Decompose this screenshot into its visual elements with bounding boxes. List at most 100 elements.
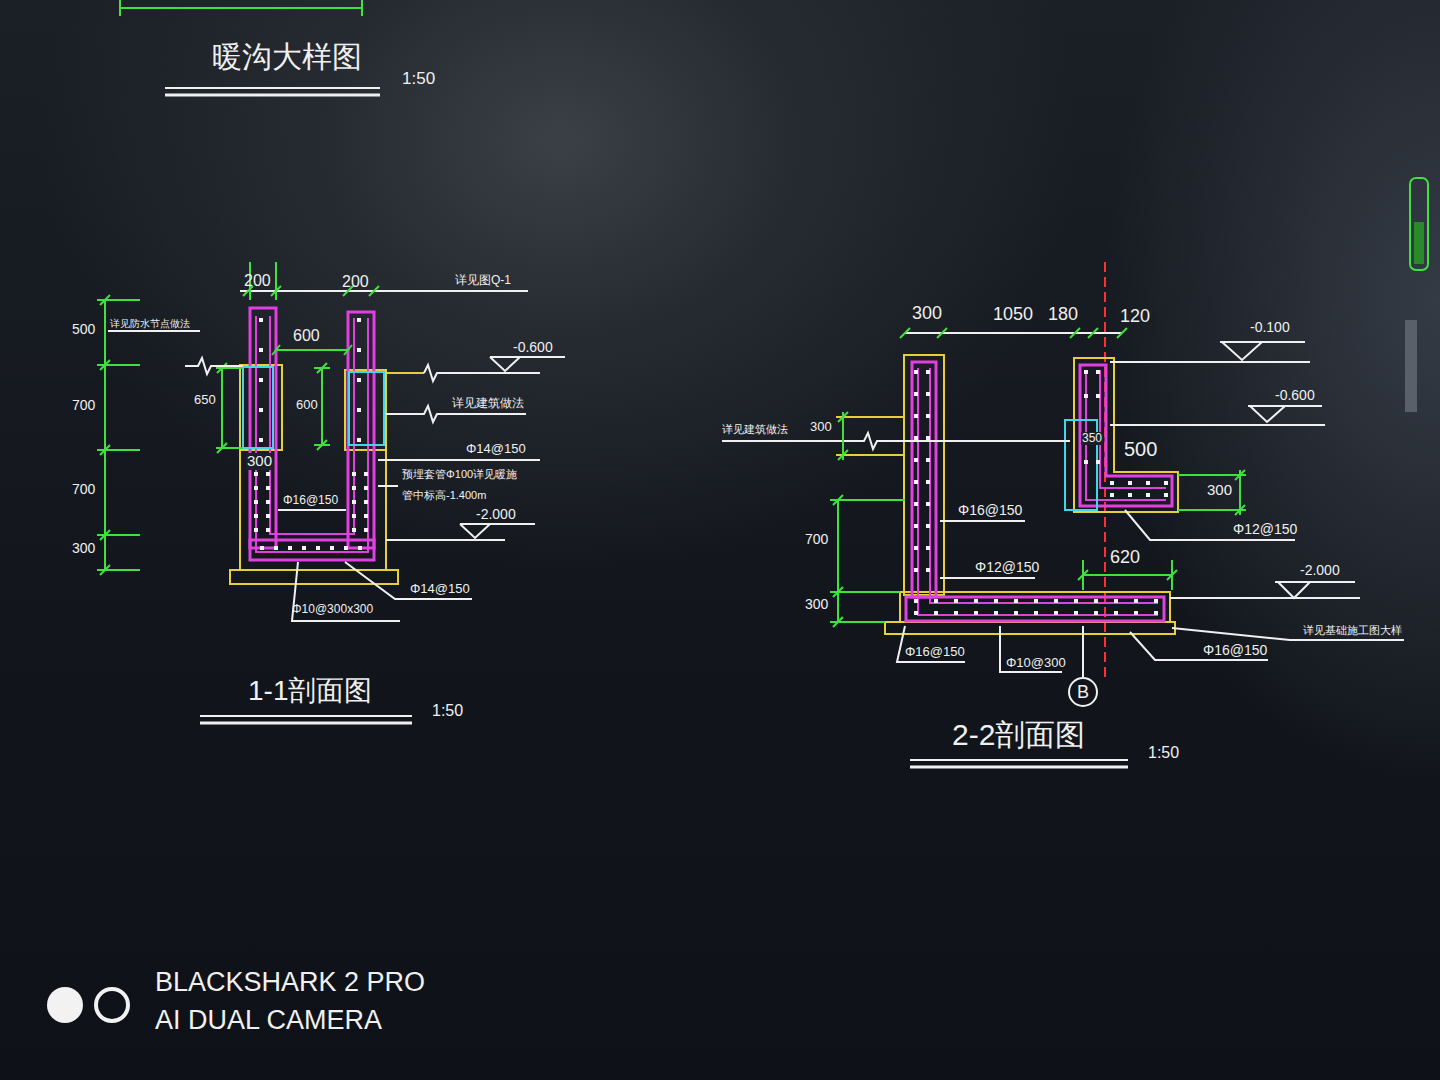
rebar-callout: Φ16@150	[1203, 643, 1267, 658]
rebar-dot	[357, 318, 361, 322]
rebar-dot	[914, 568, 918, 572]
rebar-dot	[1146, 493, 1150, 497]
drawing-line	[1414, 222, 1424, 264]
rebar-dot	[344, 546, 348, 550]
drawing-line	[1110, 342, 1310, 362]
rebar-callout: Φ12@150	[1233, 522, 1297, 537]
rebar-dot	[914, 524, 918, 528]
rebar-dot	[914, 370, 918, 374]
rebar-dot	[266, 514, 270, 518]
rebar-callout: Φ16@150	[958, 503, 1022, 518]
rebar-dot	[1128, 493, 1132, 497]
rebar-dot	[330, 546, 334, 550]
rebar-dot	[934, 599, 938, 603]
rebar-callout: Φ16@150	[905, 645, 965, 659]
rebar-dot	[259, 408, 263, 412]
rebar-dot	[1164, 493, 1168, 497]
rebar-dot	[1096, 370, 1100, 374]
rebar-dot	[302, 546, 306, 550]
rebar-callout: Φ10@300	[1006, 656, 1066, 670]
rebar-dot	[1084, 460, 1088, 464]
rebar-dot	[352, 528, 356, 532]
rebar-dot	[1094, 599, 1098, 603]
drawing-line	[240, 290, 528, 292]
drawing-line	[345, 370, 386, 450]
elevation: -0.600	[513, 340, 553, 355]
rebar-dot	[357, 438, 361, 442]
rebar-dot	[1074, 611, 1078, 615]
rebar-dot	[259, 348, 263, 352]
rebar-dot	[914, 414, 918, 418]
rebar-dot	[1134, 599, 1138, 603]
drawing-line	[165, 94, 380, 97]
rebar-dot	[1014, 599, 1018, 603]
rebar-dot	[254, 472, 258, 476]
rebar-dot	[316, 546, 320, 550]
note: 详见基础施工图大样	[1303, 624, 1402, 636]
drawing-line	[97, 262, 565, 723]
rebar-dot	[1054, 611, 1058, 615]
callout-circle: B	[1068, 677, 1098, 707]
rebar-callout: Φ10@300x300	[292, 603, 373, 616]
rebar-dot	[994, 599, 998, 603]
rebar-dot	[1054, 599, 1058, 603]
drawing-line	[120, 0, 362, 16]
rebar-dot	[914, 546, 918, 550]
rebar-dot	[1034, 599, 1038, 603]
rebar-dot	[954, 599, 958, 603]
rebar-dot	[926, 502, 930, 506]
rebar-dot	[254, 514, 258, 518]
drawing-line	[243, 367, 273, 448]
dimension: 350	[1081, 432, 1103, 445]
rebar-dot	[352, 472, 356, 476]
rebar-dot	[352, 500, 356, 504]
rebar-callout: Φ14@150	[466, 442, 526, 456]
dimension: 180	[1048, 305, 1078, 325]
rebar-dot	[254, 486, 258, 490]
rebar-dot	[914, 502, 918, 506]
rebar-dot	[1114, 599, 1118, 603]
rebar-dot	[1128, 481, 1132, 485]
watermark: AI DUAL CAMERA	[155, 1006, 382, 1036]
rebar-dot	[1154, 611, 1158, 615]
rebar-dot	[274, 546, 278, 550]
drawing-line	[108, 330, 200, 332]
elevation: -0.600	[1275, 388, 1315, 403]
rebar-callout: Φ12@150	[975, 560, 1039, 575]
elevation: -2.000	[476, 507, 516, 522]
drawing-line	[243, 262, 379, 300]
rebar-dot	[1110, 493, 1114, 497]
drawing-line	[200, 715, 412, 717]
drawing-line	[345, 562, 472, 599]
rebar-dot	[926, 436, 930, 440]
rebar-dot	[994, 611, 998, 615]
drawing-line	[386, 524, 535, 540]
rebar-dot	[914, 458, 918, 462]
rebar-dot	[1084, 394, 1088, 398]
drawing-line	[378, 459, 540, 461]
dimension: 700	[72, 398, 95, 413]
drawing-line	[272, 345, 352, 355]
drawing-line	[378, 485, 398, 487]
rebar-dot	[357, 408, 361, 412]
dimension: 600	[296, 398, 318, 412]
drawing-line	[278, 509, 346, 511]
dimension: 700	[72, 482, 95, 497]
rebar-dot	[266, 472, 270, 476]
drawing-line	[940, 520, 1025, 522]
drawing-line	[165, 87, 380, 89]
scale-text: 1:50	[402, 70, 435, 89]
rebar-dot	[926, 458, 930, 462]
drawing-line	[838, 412, 848, 460]
rebar-dot	[926, 524, 930, 528]
drawing-line	[836, 417, 905, 455]
rebar-dot	[1096, 460, 1100, 464]
watermark: BLACKSHARK 2 PRO	[155, 968, 425, 998]
drawing-line	[47, 987, 83, 1023]
rebar-callout: Φ16@150	[283, 494, 338, 507]
drawing-line	[910, 766, 1128, 769]
rebar-callout: Φ14@150	[410, 582, 470, 596]
rebar-dot	[914, 392, 918, 396]
rebar-dot	[364, 500, 368, 504]
